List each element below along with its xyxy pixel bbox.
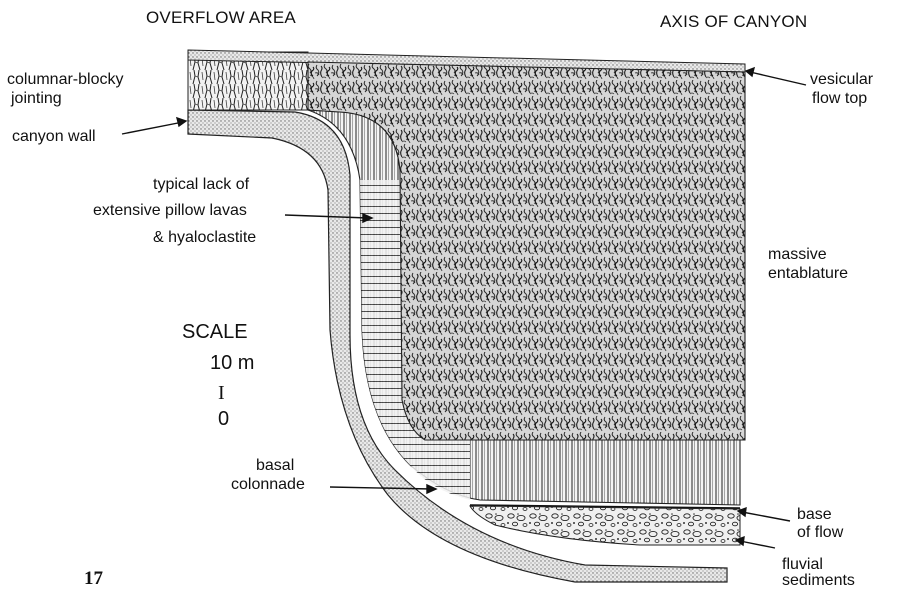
entablature-label-line1: massive [768,245,827,264]
scale-bar: I [218,382,225,405]
colonnade-label-line1: basal [256,456,294,475]
scale-top-value: 10 m [210,352,254,375]
base-label-line2: of flow [797,523,843,542]
overflow-area-header: OVERFLOW AREA [146,8,296,28]
canyon-wall-label: canyon wall [12,127,96,146]
pillow-label-line3: & hyaloclastite [153,228,256,247]
entablature-label-line2: entablature [768,264,848,283]
axis-of-canyon-header: AXIS OF CANYON [660,12,807,32]
fluvial-sediments-zone [470,506,740,545]
columnar-label-line2: jointing [11,89,62,108]
vesicular-label-line1: vesicular [810,70,873,89]
scale-title: SCALE [182,321,248,344]
pillow-label-line1: typical lack of [153,175,249,194]
columnar-label-line1: columnar-blocky [7,70,123,89]
colonnade-label-line2: colonnade [231,475,305,494]
vesicular-label-line2: flow top [812,89,867,108]
page-number: 17 [84,568,103,590]
scale-bottom-value: 0 [218,408,229,431]
base-label-line1: base [797,505,832,524]
pillow-label-line2: extensive pillow lavas [93,201,247,220]
fluvial-label-line2: sediments [782,571,855,590]
